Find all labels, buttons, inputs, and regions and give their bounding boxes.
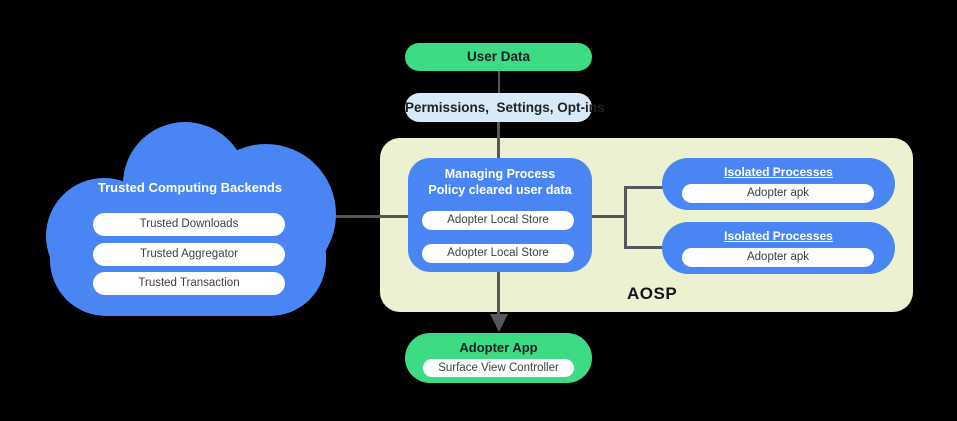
cloud-item-trusted-aggregator: Trusted Aggregator [93,243,285,266]
arrow-down-icon [490,314,508,332]
cloud-title: Trusted Computing Backends [97,180,283,195]
adopter-local-store-pill-2: Adopter Local Store [422,244,574,263]
managing-process-title-line2: Policy cleared user data [428,182,572,197]
connector-managing-to-branch [592,215,627,218]
adopter-apk-pill-1: Adopter apk [682,184,874,203]
isolated-processes-title-2: Isolated Processes [724,229,833,243]
cloud-item-trusted-transaction: Trusted Transaction [93,272,285,295]
user-data-node: User Data [405,43,592,71]
adopter-app-title: Adopter App [459,340,538,355]
connector-permissions-to-managing [497,122,500,159]
connector-branch-to-isolated-2 [624,246,664,249]
adopter-local-store-pill-1: Adopter Local Store [422,211,574,230]
isolated-processes-title-1: Isolated Processes [724,165,833,179]
adopter-apk-pill-2: Adopter apk [682,248,874,267]
surface-view-controller-pill: Surface View Controller [423,359,574,377]
managing-process-title: Managing Process Policy cleared user dat… [408,167,592,198]
cloud-item-trusted-downloads: Trusted Downloads [93,213,285,236]
connector-branch-to-isolated-1 [624,186,664,189]
managing-process-title-line1: Managing Process [444,167,556,181]
permissions-settings-optins-node: Permissions, Settings, Opt-ins [405,93,605,122]
connector-userdata-to-permissions [498,71,500,93]
connector-managing-to-adopterapp [497,272,500,316]
aosp-label: AOSP [627,284,678,303]
connector-branch-vertical [624,186,627,249]
connector-cloud-to-managing [326,215,410,218]
